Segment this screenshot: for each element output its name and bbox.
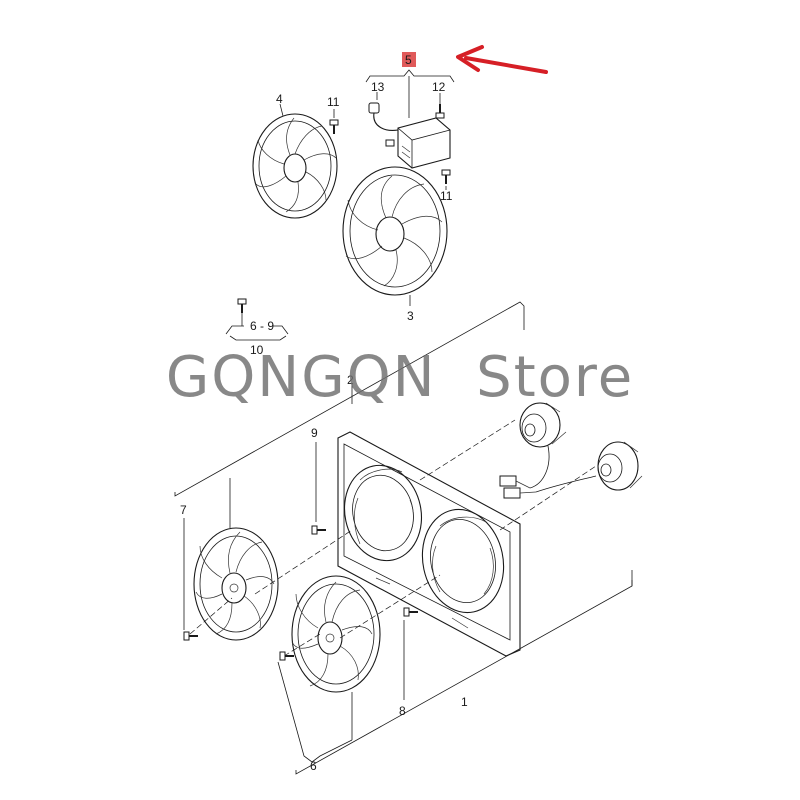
- highlight-box: [402, 52, 416, 67]
- screw-11-lower: [441, 169, 451, 185]
- label-2: 2: [347, 373, 354, 387]
- fan-3: [342, 166, 448, 306]
- fan-7: [193, 478, 279, 641]
- label-12: 12: [432, 80, 446, 94]
- label-11-lower: 11: [440, 189, 453, 203]
- screw-9: [311, 525, 327, 535]
- label-13: 13: [371, 80, 385, 94]
- label-4: 4: [276, 92, 283, 106]
- motor-right-top: [519, 402, 567, 448]
- label-1: 1: [461, 695, 468, 709]
- fan-control-module: [385, 117, 451, 169]
- alignment-lines: [189, 419, 597, 657]
- motor-right-bottom: [597, 441, 643, 491]
- fan-4: [252, 103, 338, 219]
- red-arrow-icon: [456, 45, 548, 74]
- screw-8: [403, 607, 419, 617]
- screw-10: [237, 298, 247, 314]
- wiring-harness: [499, 445, 597, 499]
- label-10: 10: [250, 343, 264, 357]
- label-6: 6: [310, 759, 317, 773]
- screw-6: [279, 651, 295, 661]
- label-11-top: 11: [327, 95, 340, 109]
- label-7: 7: [180, 503, 187, 517]
- label-9: 9: [311, 426, 318, 440]
- label-5: 5: [405, 53, 412, 67]
- bracket-10: [225, 313, 289, 341]
- fan-shroud: [337, 431, 521, 657]
- connector-wire: [368, 92, 399, 131]
- fan-6: [291, 575, 381, 740]
- leader-6: [277, 661, 353, 763]
- screw-11-top: [329, 119, 339, 135]
- label-3: 3: [407, 309, 414, 323]
- screw-12: [435, 103, 445, 119]
- label-8: 8: [399, 704, 406, 718]
- label-range-6-9: 6 - 9: [250, 319, 274, 333]
- part-5-bracket: [365, 69, 455, 118]
- assembly-bracket-1: [174, 301, 633, 775]
